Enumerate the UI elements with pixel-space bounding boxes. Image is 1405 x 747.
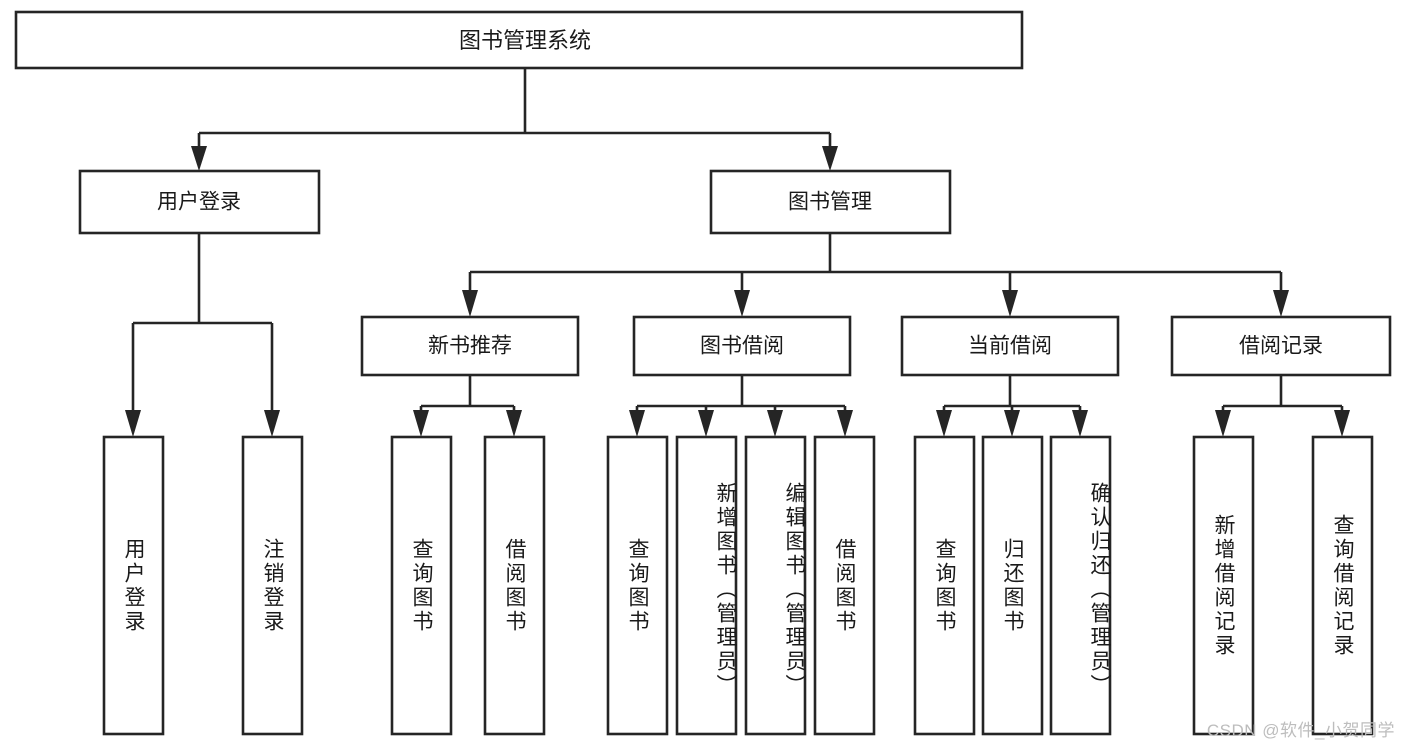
arrow-nbr-leaf-1 [413,410,429,437]
leaf-box-query-record[interactable] [1311,435,1374,736]
leaf-box-add-record[interactable] [1192,435,1255,736]
arrow-user-login-leaf-1 [125,410,141,437]
connectors [125,68,1350,437]
node-book-borrow-label: 图书借阅 [700,335,784,358]
leaf-box-query-book-2[interactable] [606,435,669,736]
leaf-box-confirm-return[interactable] [1049,435,1112,736]
arrow-user-login-leaf-2 [264,410,280,437]
node-user-login-label: 用户登录 [157,191,241,214]
node-user-login[interactable]: 用户登录 [78,169,321,235]
arrow-root-to-book-manage [822,146,838,171]
leaf-box-borrow-book-1[interactable] [483,435,546,736]
leaf-box-add-book[interactable] [675,435,738,736]
node-current-borrow[interactable]: 当前借阅 [900,315,1120,377]
node-current-borrow-label: 当前借阅 [968,335,1052,358]
arrow-br-leaf-2 [1334,410,1350,437]
node-book-manage-label: 图书管理 [788,191,872,214]
arrow-bm-to-book-borrow [734,290,750,317]
arrow-nbr-leaf-2 [506,410,522,437]
node-user-login-box[interactable] [78,169,321,235]
arrow-cb-leaf-1 [936,410,952,437]
node-root-label: 图书管理系统 [459,28,591,53]
node-book-borrow[interactable]: 图书借阅 [632,315,852,377]
leaf-box-borrow-book-2[interactable] [813,435,876,736]
node-book-manage-box[interactable] [709,169,952,235]
leaf-box-query-book-3[interactable] [913,435,976,736]
arrow-root-to-user-login [191,146,207,171]
arrow-bm-to-current-borrow [1002,290,1018,317]
leaf-box-return-book[interactable] [981,435,1044,736]
node-book-manage[interactable]: 图书管理 [709,169,952,235]
leaf-box-user-login[interactable] [102,435,165,736]
node-new-book-rec-label: 新书推荐 [428,335,512,358]
node-borrow-record[interactable]: 借阅记录 [1170,315,1392,377]
arrow-bb-leaf-3 [767,410,783,437]
leaf-box-logout[interactable] [241,435,304,736]
node-borrow-record-label: 借阅记录 [1239,335,1323,358]
arrow-bm-to-borrow-record [1273,290,1289,317]
arrow-br-leaf-1 [1215,410,1231,437]
arrow-cb-leaf-3 [1072,410,1088,437]
leaf-box-edit-book[interactable] [744,435,807,736]
leaf-box-query-book-1[interactable] [390,435,453,736]
node-current-borrow-box[interactable] [900,315,1120,377]
arrow-bm-to-new-book-rec [462,290,478,317]
node-root-box[interactable] [14,10,1024,70]
node-new-book-rec-box[interactable] [360,315,580,377]
arrow-bb-leaf-1 [629,410,645,437]
node-root[interactable]: 图书管理系统 [14,10,1024,70]
node-borrow-record-box[interactable] [1170,315,1392,377]
arrow-cb-leaf-2 [1004,410,1020,437]
csdn-watermark: CSDN @软件_小贺同学 [1206,721,1395,740]
node-new-book-rec[interactable]: 新书推荐 [360,315,580,377]
node-book-borrow-box[interactable] [632,315,852,377]
arrow-bb-leaf-4 [837,410,853,437]
leaf-boxes [102,435,1374,736]
arrow-bb-leaf-2 [698,410,714,437]
